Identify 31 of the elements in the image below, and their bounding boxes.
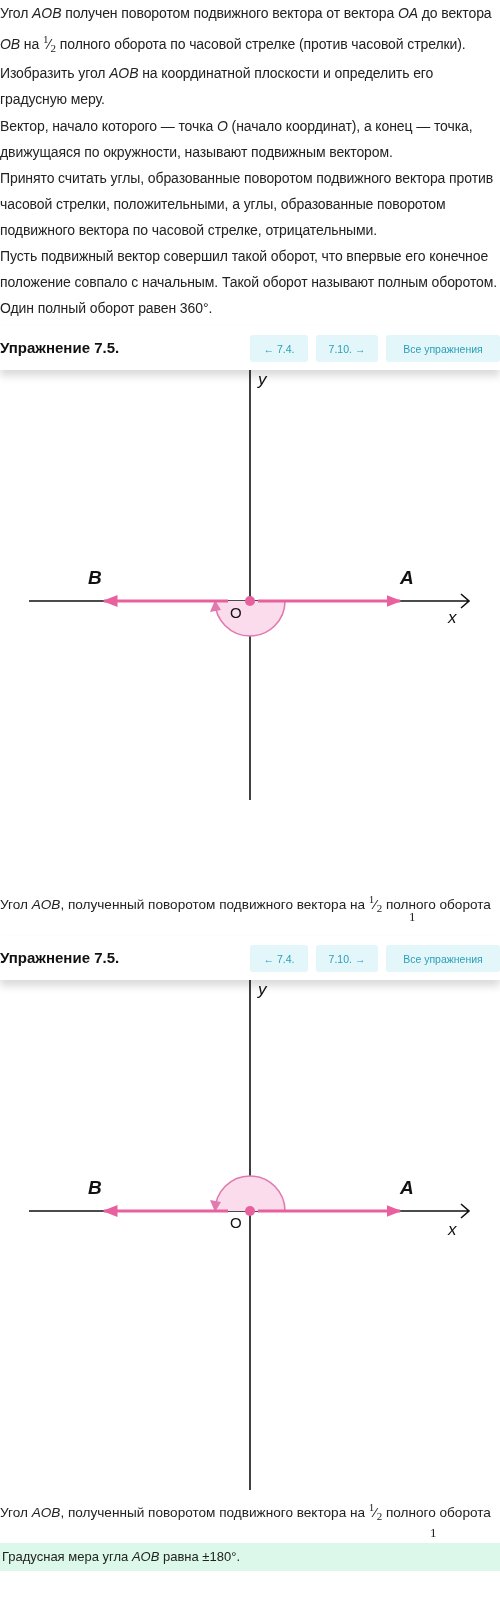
axis-label: x bbox=[448, 1220, 458, 1240]
fraction-digit: 1 bbox=[430, 1525, 438, 1541]
fraction-digit: 1 bbox=[409, 909, 417, 925]
paragraph: Пусть подвижный вектор совершил такой оборот, что впервые его конечное положение совпало с начальным. Такой оборот называют полным оборотом. Один полный оборот равен 360°. bbox=[0, 247, 499, 318]
vector-arrow bbox=[102, 595, 228, 607]
nav-button: Все упражнения bbox=[386, 945, 500, 972]
nav-button: 7.10. → bbox=[316, 945, 378, 972]
point-label: A bbox=[400, 1177, 420, 1213]
axis-label: y bbox=[258, 980, 268, 1000]
axis-label: x bbox=[448, 608, 458, 628]
axis-label: y bbox=[258, 370, 268, 390]
point-label: A bbox=[400, 567, 420, 603]
answer-text: Градусная мера угла AOB равна ±180°. bbox=[0, 1543, 500, 1571]
origin-point: O bbox=[228, 1204, 258, 1232]
exercise-heading: Упражнение 7.5. bbox=[0, 949, 121, 966]
caption: Угол AOB, полученный поворотом подвижного вектора на $^{1}$⁄$_{2}$ полного оборота bbox=[0, 1501, 492, 1523]
exercise-heading: Упражнение 7.5. bbox=[0, 339, 121, 356]
nav-button: ← 7.4. bbox=[250, 945, 308, 972]
vector-arrow bbox=[258, 595, 402, 607]
paragraph: Принято считать углы, образованные поворотом подвижного вектора против часовой стрелки, положительными, а углы, образованные поворотом подвижного вектора по часовой стрелке, отрицательными. bbox=[0, 169, 494, 240]
vector-arrow bbox=[258, 1205, 402, 1217]
paragraph: Вектор, начало которого — точка O (начало координат), а конец — точка, движущаяся по окружности, называют подвижным вектором. bbox=[0, 117, 474, 162]
nav-button: Все упражнения bbox=[386, 335, 500, 362]
point-label: B bbox=[88, 1177, 104, 1213]
paragraph: Угол AOB получен поворотом подвижного вектора от вектора OA до вектора OB на $^{1}$⁄$_{2}$ полного оборота по часовой стрелке (против часовой стрелки). bbox=[0, 4, 493, 57]
paragraph: Изобразить угол AOB на координатной плоскости и определить его градусную меру. bbox=[0, 64, 435, 109]
nav-button: 7.10. → bbox=[316, 335, 378, 362]
point-label: B bbox=[88, 567, 104, 603]
vector-arrow bbox=[102, 1205, 228, 1217]
nav-button: ← 7.4. bbox=[250, 335, 308, 362]
origin-point: O bbox=[228, 594, 258, 622]
